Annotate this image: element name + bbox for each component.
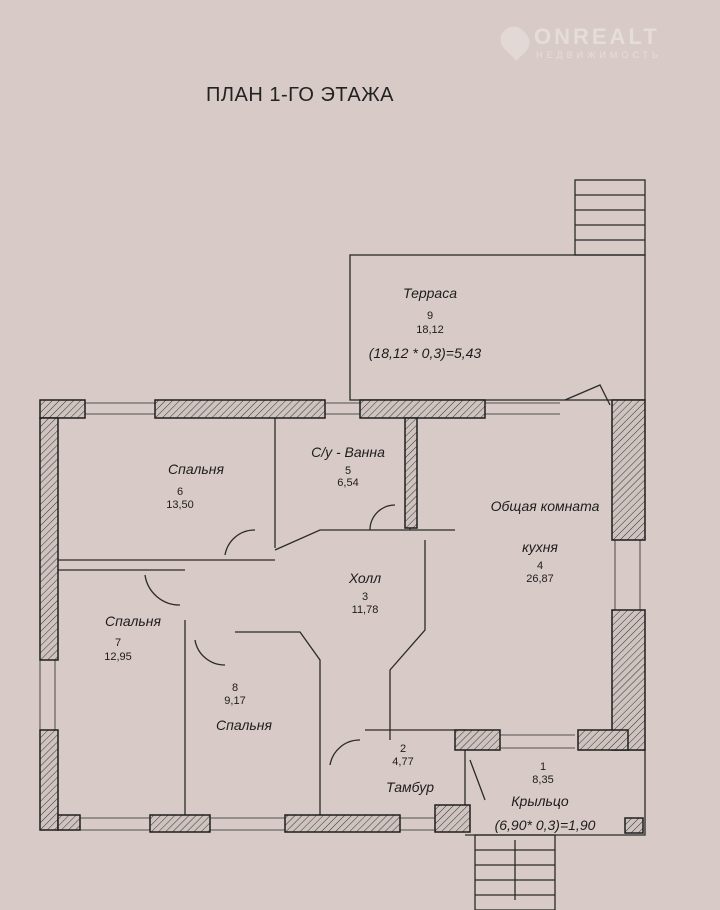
watermark-brand: ONREALT [534,24,660,49]
room-bedroom-8: 8 9,17 Спальня [216,682,272,733]
svg-text:Тамбур: Тамбур [386,779,434,795]
svg-text:Холл: Холл [348,570,381,586]
svg-text:6,54: 6,54 [337,477,358,489]
svg-text:1: 1 [540,761,546,773]
svg-text:9: 9 [427,310,433,322]
walls [39,399,646,834]
svg-text:18,12: 18,12 [416,324,444,336]
svg-text:4: 4 [537,560,543,572]
windows [39,402,641,831]
svg-text:Спальня: Спальня [105,613,161,629]
svg-text:Спальня: Спальня [168,461,224,477]
svg-text:4,77: 4,77 [392,756,413,768]
svg-text:9,17: 9,17 [224,695,245,707]
svg-text:Терраса: Терраса [403,285,457,301]
svg-text:12,95: 12,95 [104,651,132,663]
room-terrace: Терраса 9 18,12 (18,12 * 0,3)=5,43 [369,285,482,361]
svg-text:3: 3 [362,591,368,603]
room-vestibule: 2 4,77 Тамбур [386,743,434,795]
svg-text:(18,12 * 0,3)=5,43: (18,12 * 0,3)=5,43 [369,345,482,361]
room-porch: 1 8,35 Крыльцо (6,90* 0,3)=1,90 [495,761,596,833]
stairs-top [574,179,646,256]
terrace-outline [349,254,646,401]
svg-text:Общая комната: Общая комната [491,498,600,514]
room-bedroom-6: Спальня 6 13,50 [166,461,224,511]
svg-text:7: 7 [115,637,121,649]
svg-text:С/у - Ванна: С/у - Ванна [311,444,385,460]
svg-text:6: 6 [177,486,183,498]
stairs-bottom [474,834,556,910]
svg-text:8: 8 [232,682,238,694]
svg-text:2: 2 [400,743,406,755]
svg-text:(6,90* 0,3)=1,90: (6,90* 0,3)=1,90 [495,817,596,833]
svg-text:11,78: 11,78 [352,604,379,616]
svg-text:5: 5 [345,465,351,477]
watermark-logo: ONREALT НЕДВИЖИМОСТЬ [495,21,662,61]
svg-text:Крыльцо: Крыльцо [511,793,569,809]
svg-text:13,50: 13,50 [166,499,194,511]
room-living-kitchen: Общая комната кухня 4 26,87 [491,498,600,585]
watermark-sub: НЕДВИЖИМОСТЬ [536,50,662,60]
svg-text:кухня: кухня [522,539,558,555]
room-bedroom-7: Спальня 7 12,95 [104,613,161,663]
svg-text:Спальня: Спальня [216,717,272,733]
plan-title: ПЛАН 1-ГО ЭТАЖА [206,84,395,106]
room-bathroom: С/у - Ванна 5 6,54 [311,444,385,489]
door-swings [144,384,611,801]
svg-text:26,87: 26,87 [526,573,554,585]
room-hall: Холл 3 11,78 [348,570,381,616]
svg-text:8,35: 8,35 [532,774,553,786]
